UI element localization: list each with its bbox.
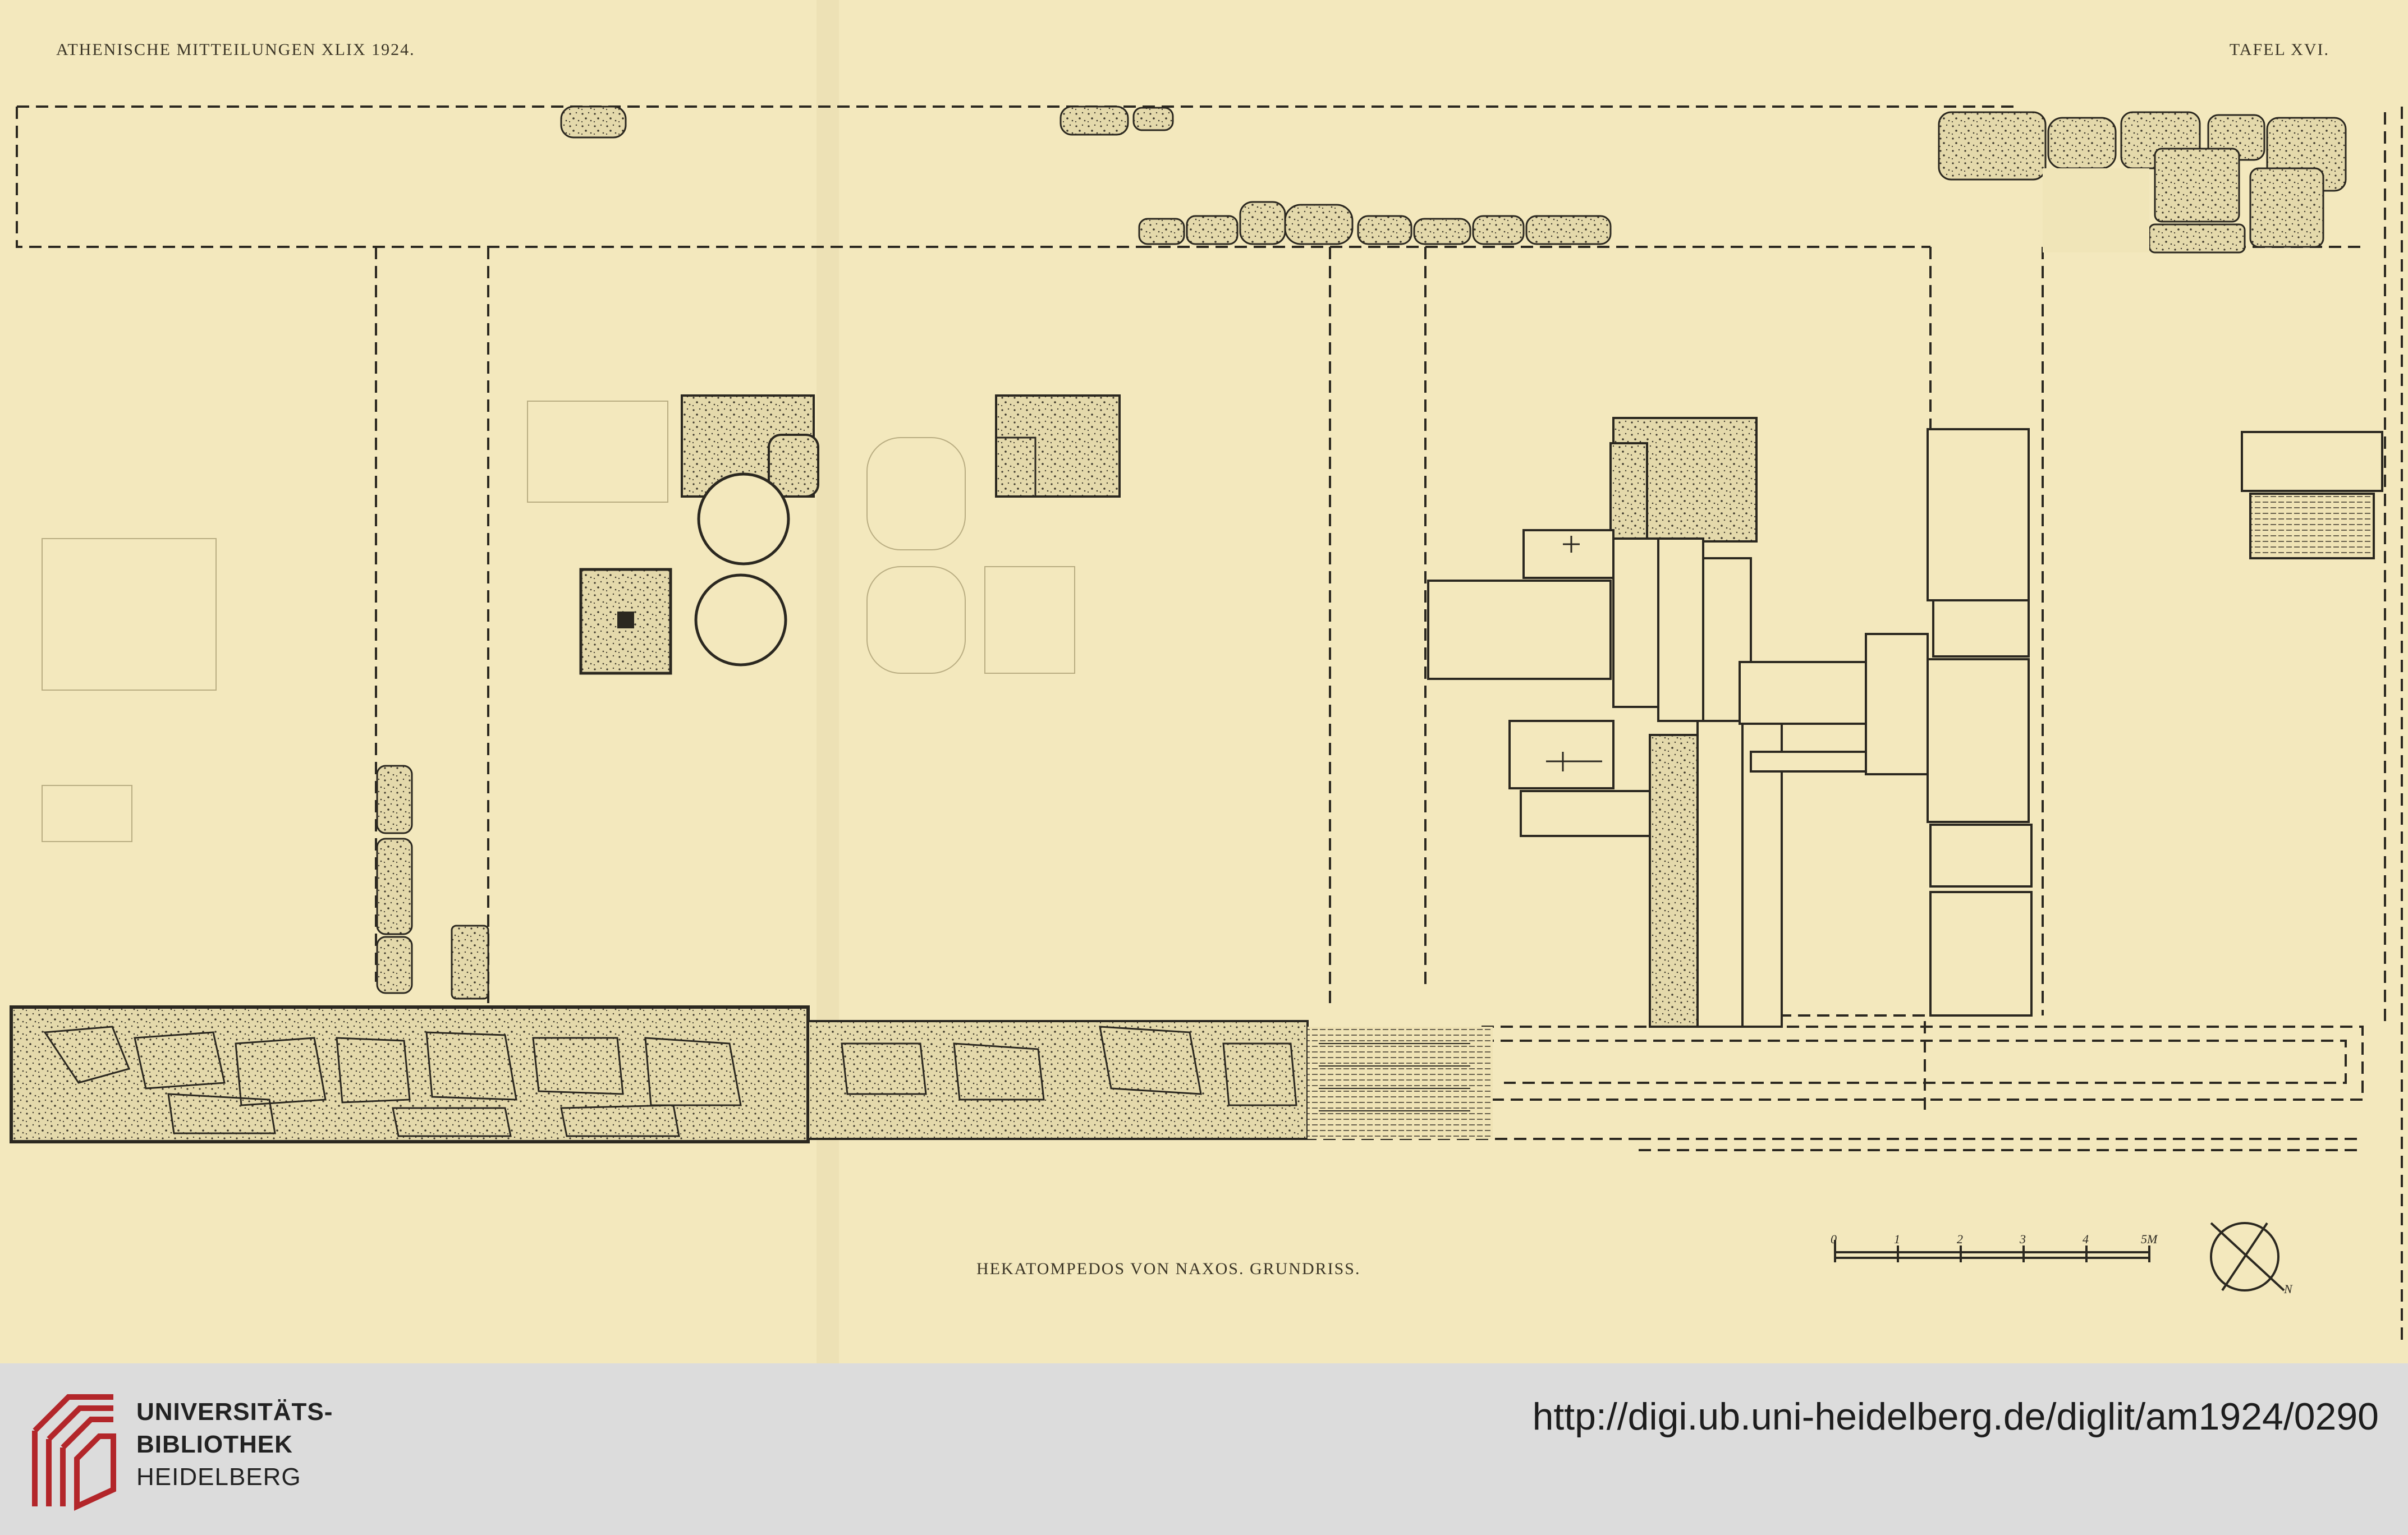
ground-plan-drawing <box>10 0 2403 1363</box>
scale-label-5m: 5M <box>2141 1232 2158 1246</box>
scale-label-3: 3 <box>2020 1232 2026 1246</box>
scale-label-4: 4 <box>2083 1232 2089 1246</box>
scale-label-1: 1 <box>1894 1232 1900 1246</box>
page-fold <box>817 0 839 1363</box>
scale-label-0: 0 <box>1831 1232 1837 1246</box>
permalink-url[interactable]: http://digi.ub.uni-heidelberg.de/diglit/… <box>1532 1395 2379 1438</box>
library-footer: UNIVERSITÄTS- BIBLIOTHEK HEIDELBERG http… <box>0 1363 2408 1535</box>
plan-plate: ATHENISCHE MITTEILUNGEN XLIX 1924. TAFEL… <box>10 0 2403 1363</box>
cross-marks <box>1546 536 1602 771</box>
corner-masonry <box>1938 111 2347 254</box>
plate-number: TAFEL XVI. <box>2229 40 2329 59</box>
library-name-line3: HEIDELBERG <box>136 1463 301 1491</box>
scale-label-2: 2 <box>1957 1232 1963 1246</box>
library-name-line2: BIBLIOTHEK <box>136 1431 293 1458</box>
dashed-outlines <box>16 105 2403 1346</box>
top-wall-stones <box>560 105 1612 245</box>
pier-stones <box>376 765 489 1000</box>
north-arrow <box>2210 1222 2285 1292</box>
library-name-line1: UNIVERSITÄTS- <box>136 1398 333 1426</box>
east-structure <box>1427 417 2033 1028</box>
scale-bar <box>1834 1240 2150 1262</box>
plate-header-title: ATHENISCHE MITTEILUNGEN XLIX 1924. <box>56 40 415 59</box>
north-label: N <box>2284 1282 2292 1296</box>
right-edge-base <box>2241 431 2383 559</box>
library-logo-icon <box>32 1394 116 1511</box>
plan-caption: HEKATOMPEDOS VON NAXOS. GRUNDRISS. <box>976 1260 1361 1278</box>
central-bases <box>579 394 1121 675</box>
faint-reconstruction-lines <box>42 401 1075 842</box>
south-wall <box>10 1005 1493 1143</box>
